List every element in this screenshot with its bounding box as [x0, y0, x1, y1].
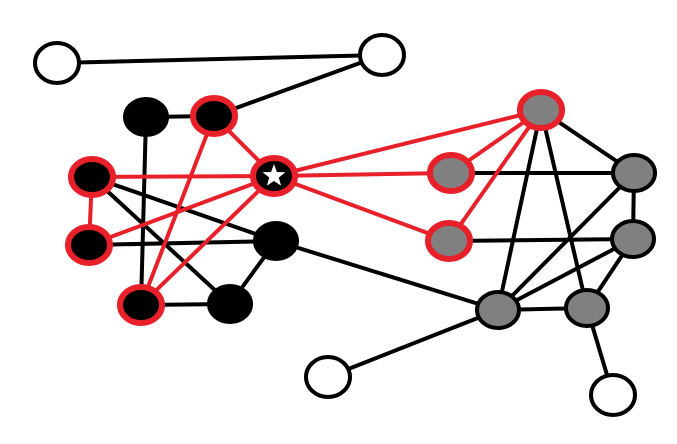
edge-b3-b7 — [90, 175, 232, 306]
edge-g3-g5 — [447, 237, 635, 243]
edge-b4-center — [87, 174, 276, 247]
edge-center-g3 — [272, 174, 451, 243]
node-b5 — [253, 221, 299, 261]
star-icon — [262, 164, 286, 186]
edge-w2-b2 — [212, 53, 384, 118]
node-w2 — [358, 33, 406, 77]
edge-center-g2 — [272, 171, 453, 178]
node-b6 — [117, 284, 165, 326]
node-b4 — [65, 224, 113, 266]
node-b2 — [190, 95, 238, 137]
node-w1 — [33, 41, 81, 85]
edge-g5-g6 — [496, 237, 635, 312]
edge-g6-w3 — [326, 308, 500, 379]
node-g1 — [517, 89, 565, 131]
node-b1 — [123, 97, 169, 137]
node-b3 — [68, 156, 116, 198]
edge-g4-g6 — [496, 171, 636, 312]
edge-w1-w2 — [55, 53, 384, 65]
edge-b5-g6 — [274, 239, 500, 312]
node-b7 — [207, 284, 253, 324]
node-g6 — [475, 290, 521, 330]
node-g7 — [564, 288, 610, 328]
edge-g1-g6 — [496, 108, 543, 312]
nodes-layer — [33, 33, 657, 417]
node-w3 — [304, 355, 352, 399]
node-w4 — [589, 373, 637, 417]
node-g4 — [611, 153, 657, 193]
edge-center-g1 — [272, 108, 543, 178]
edge-g1-g7 — [539, 108, 589, 310]
edge-g1-g3 — [447, 108, 543, 243]
node-g5 — [610, 219, 656, 259]
node-center — [250, 155, 298, 197]
edge-b1-b6 — [139, 115, 148, 307]
node-g2 — [427, 152, 475, 194]
edge-b3-center — [90, 174, 276, 179]
edge-b4-b5 — [87, 239, 278, 247]
edge-b6-center — [139, 174, 276, 307]
node-g3 — [425, 220, 473, 262]
